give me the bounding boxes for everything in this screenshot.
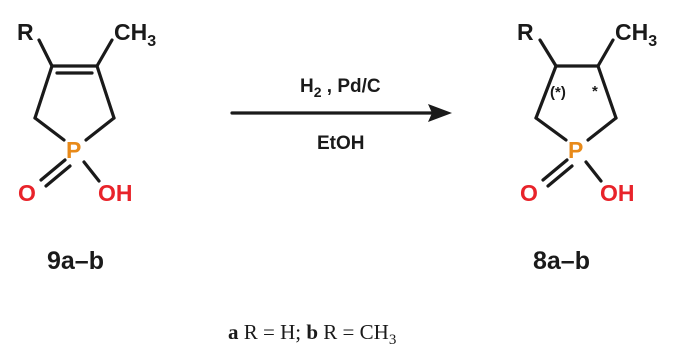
reactant-molecule: R CH3 P O OH [17, 19, 156, 206]
bond-c2-p [33, 116, 66, 142]
product-substituent-r: R [517, 19, 534, 45]
reactant-compound-label: 9a–b [47, 247, 104, 275]
bond-c5-p [586, 116, 618, 142]
substituent-footnote: a R = H; b R = CH3 [228, 320, 396, 348]
product-stereocenter-a: (*) [550, 84, 566, 101]
bond-c3-c2 [33, 64, 54, 120]
bond-c5-p [84, 116, 116, 142]
bond-c2-p [534, 116, 568, 142]
bond-p-o-double-1 [39, 158, 67, 182]
product-methyl: CH3 [615, 19, 657, 50]
product-phosphorus: P [568, 137, 583, 163]
reactant-phosphorus: P [66, 137, 81, 163]
reaction-arrow [230, 104, 452, 122]
bond-c4-methyl [95, 38, 114, 68]
reactant-methyl: CH3 [114, 19, 156, 50]
bond-p-o-double-2 [44, 164, 72, 188]
bond-c4-c5 [95, 64, 116, 120]
bond-c3-c2 [534, 64, 558, 120]
reactant-substituent-r: R [17, 19, 34, 45]
bond-p-o-double-2 [546, 164, 574, 188]
arrow-head [428, 104, 452, 122]
product-compound-label: 8a–b [533, 247, 590, 275]
bond-r-c3 [538, 38, 558, 68]
bond-p-oh [584, 160, 603, 183]
bond-p-oh [82, 160, 101, 183]
product-oxo-oxygen: O [520, 180, 538, 206]
reactant-hydroxyl: OH [98, 180, 133, 206]
product-stereocenter-b: * [592, 83, 598, 100]
product-hydroxyl: OH [600, 180, 635, 206]
reactant-oxo-oxygen: O [18, 180, 36, 206]
product-molecule: R CH3 (*) * P O OH [517, 19, 657, 206]
bond-c4-c5 [596, 64, 618, 120]
reaction-solvent: EtOH [317, 133, 365, 154]
bond-c4-methyl [596, 38, 615, 68]
bond-r-c3 [37, 38, 54, 68]
reaction-reagent: H2 , Pd/C [300, 76, 381, 100]
bond-p-o-double-1 [541, 158, 569, 182]
